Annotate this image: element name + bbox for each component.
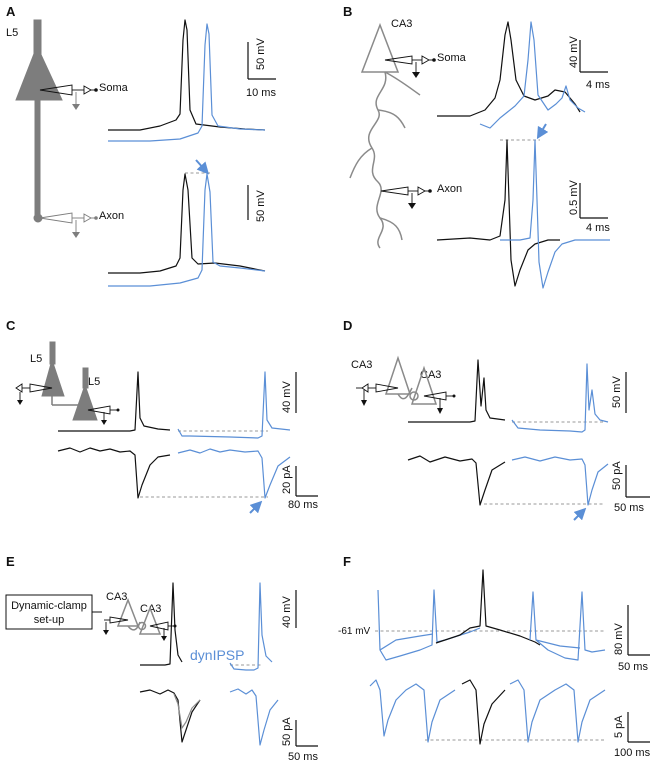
c-l5-pair: [15, 341, 120, 425]
a-scale-top-v: 50 mV: [255, 38, 267, 70]
d-v-black-trace: [408, 359, 506, 423]
c-scale-i: 20 pA: [281, 465, 293, 494]
e-box-line1: Dynamic-clamp: [11, 600, 87, 612]
d-i-blue-trace: [511, 456, 609, 506]
b-soma-black-trace: [437, 21, 581, 117]
a-scale-top-t: 10 ms: [246, 87, 276, 99]
f-scale-t1: 50 ms: [618, 661, 648, 673]
c-v-black-trace: [58, 371, 171, 432]
a-axon-black-trace: [108, 173, 266, 274]
d-arrowhead-icon: [573, 507, 587, 521]
e-v-blue-trace: [229, 582, 273, 671]
d-scale-v: 50 mV: [611, 376, 623, 408]
d-cell1-label: CA3: [351, 359, 372, 371]
b-scale-bottom-v: 0.5 mV: [568, 179, 580, 215]
f-i-black-trace: [461, 679, 506, 745]
panel-label-b: B: [343, 4, 352, 19]
e-box-line2: set-up: [34, 614, 65, 626]
a-soma-blue-trace: [108, 23, 266, 142]
panel-label-d: D: [343, 318, 352, 333]
c-cell2-label: L5: [88, 376, 100, 388]
f-v-blue-trace-4: [535, 639, 581, 649]
panel-a: A L5 Soma Axon: [6, 4, 276, 287]
panel-e: E Dynamic-clamp set-up CA3 CA3 dynIPSP 4…: [5, 554, 318, 763]
f-vm-label: -61 mV: [338, 626, 371, 637]
e-i-black-trace: [139, 689, 201, 743]
b-soma-label: Soma: [437, 52, 467, 64]
cell-label-ca3: CA3: [391, 18, 412, 30]
f-v-blue-trace-2: [379, 633, 434, 651]
f-v-blue-trace-1: [377, 589, 481, 661]
dynamic-clamp-box: [5, 594, 93, 630]
axon-label: Axon: [99, 210, 124, 222]
axon-electrode-icon: [39, 212, 98, 238]
e-scale-t: 50 ms: [288, 751, 318, 763]
panel-label-c: C: [6, 318, 16, 333]
panel-label-e: E: [6, 554, 15, 569]
panel-c: C L5 L5 40 mV: [6, 318, 318, 514]
b-scale-top-v: 40 mV: [568, 36, 580, 68]
c-i-blue-trace: [177, 448, 291, 499]
d-scale-t: 50 ms: [614, 502, 644, 514]
e-scale-i: 50 pA: [281, 717, 293, 746]
a-axon-blue-trace: [108, 173, 266, 287]
c-scale-t: 80 ms: [288, 499, 318, 511]
b-axon-electrode-icon: [380, 186, 432, 209]
c-cell1-label: L5: [30, 353, 42, 365]
panel-label-a: A: [6, 4, 16, 19]
c-scale-v: 40 mV: [281, 381, 293, 413]
f-v-blue-trace-3: [529, 591, 606, 661]
a-scale-bottom-v: 50 mV: [255, 190, 267, 222]
d-v-blue-trace: [511, 363, 609, 433]
soma-label: Soma: [99, 82, 129, 94]
b-soma-blue-trace: [479, 21, 586, 129]
e-dynipsp-label: dynIPSP: [190, 647, 244, 663]
b-axon-label: Axon: [437, 183, 462, 195]
d-scale-i: 50 pA: [611, 461, 623, 490]
f-scale-v: 80 mV: [613, 623, 625, 655]
cell-label-l5: L5: [6, 27, 18, 39]
b-arrowhead-icon: [536, 123, 549, 140]
panel-f: F -61 mV 80 mV 50 ms 5 pA 100 ms: [338, 554, 651, 759]
ca3-neuron: [349, 22, 421, 249]
f-v-black-trace: [435, 569, 541, 646]
e-i-gray-trace: [173, 693, 201, 729]
panel-d: D CA3 CA3 50 mV 50: [343, 318, 650, 521]
c-arrowhead-icon: [249, 500, 263, 514]
e-i-blue-trace: [229, 688, 279, 746]
c-i-black-trace: [57, 447, 171, 499]
d-ca3-pair: [356, 355, 456, 414]
d-i-black-trace: [407, 455, 506, 506]
b-scale-bottom-t: 4 ms: [586, 222, 610, 234]
b-axon-blue-trace: [500, 139, 610, 289]
f-i-blue-trace-2: [509, 679, 606, 743]
f-scale-t2: 100 ms: [614, 747, 651, 759]
panel-b: B CA3 Soma Ax: [343, 4, 610, 289]
f-scale-i: 5 pA: [613, 715, 625, 738]
e-scale-v: 40 mV: [281, 596, 293, 628]
a-arrowhead-icon: [195, 159, 210, 175]
b-axon-black-trace: [436, 139, 560, 287]
panel-label-f: F: [343, 554, 351, 569]
e-v-black-trace: [140, 582, 183, 666]
l5-neuron: [15, 19, 63, 223]
b-soma-electrode-icon: [384, 55, 436, 78]
a-soma-black-trace: [108, 19, 266, 131]
b-scale-top-t: 4 ms: [586, 79, 610, 91]
c-v-blue-trace: [177, 371, 291, 439]
soma-electrode-icon: [39, 84, 98, 110]
f-i-blue-trace-1: [369, 679, 456, 743]
e-cell1-label: CA3: [106, 591, 127, 603]
